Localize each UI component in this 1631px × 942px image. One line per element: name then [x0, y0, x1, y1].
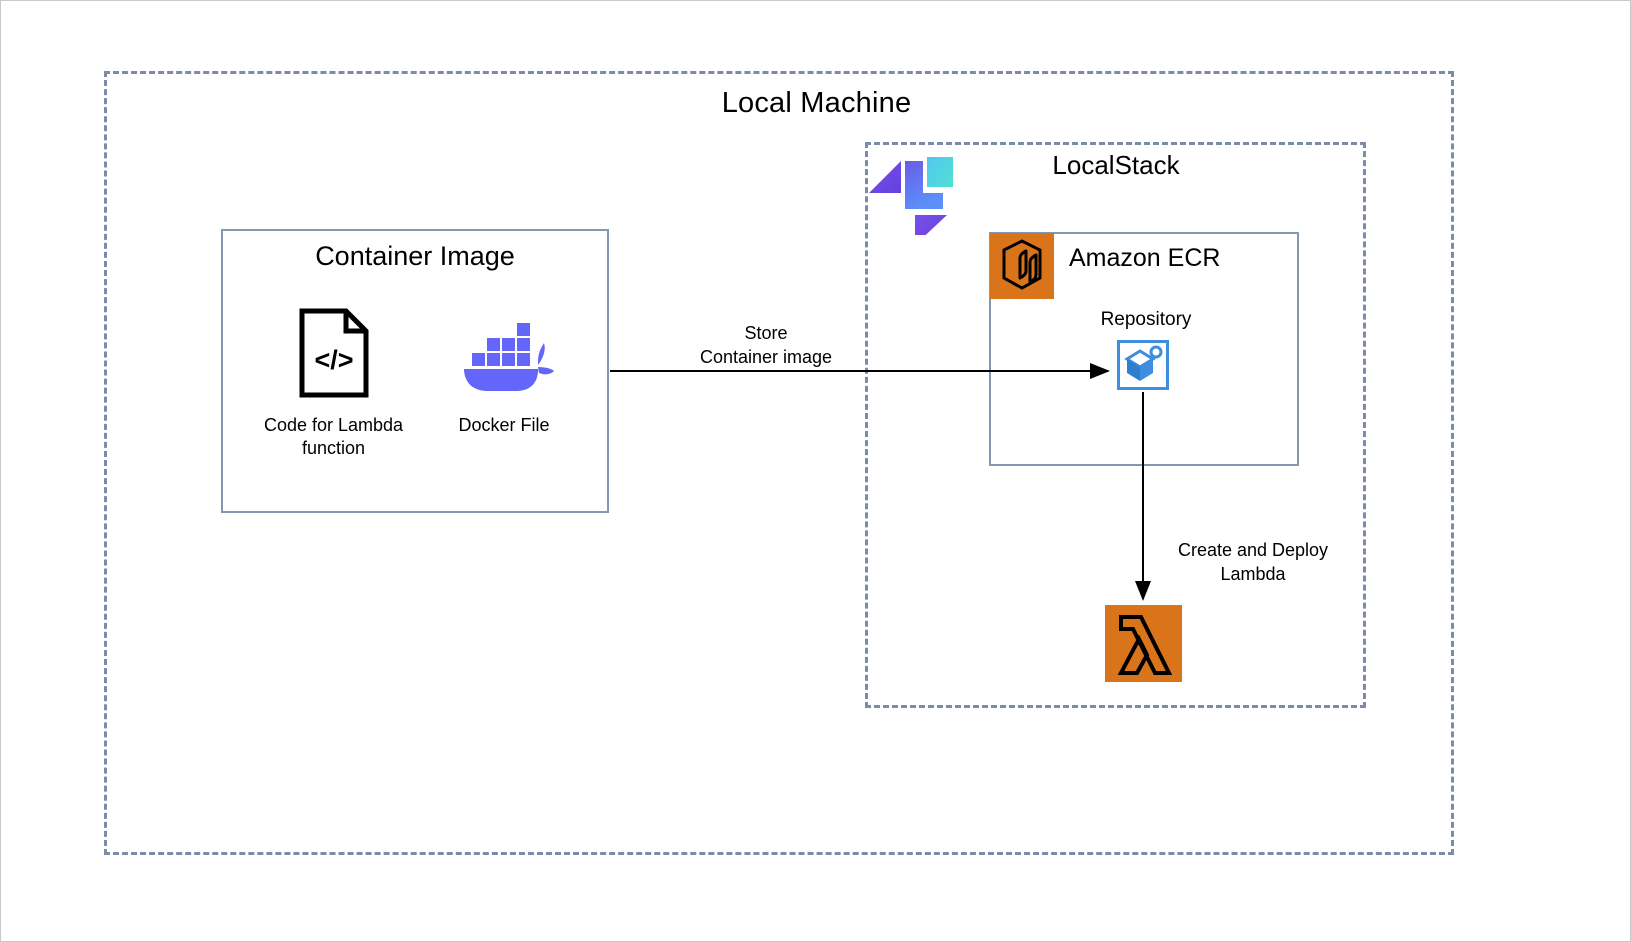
repository-label: Repository: [1100, 309, 1192, 330]
create-deploy-lambda-label: Create and Deploy Lambda: [1163, 538, 1343, 586]
store-label-line2: Container image: [699, 347, 833, 367]
code-for-lambda-item: </> Code for Lambda function: [241, 307, 426, 460]
local-machine-boundary: [104, 71, 1454, 855]
local-machine-title: Local Machine: [721, 87, 912, 119]
localstack-title: LocalStack: [1052, 150, 1180, 180]
container-image-title: Container Image: [315, 241, 515, 271]
deploy-label-line1: Create and Deploy: [1177, 540, 1329, 560]
store-container-image-label: Store Container image: [661, 321, 871, 369]
code-file-icon: </>: [299, 308, 368, 398]
localstack-boundary: [865, 142, 1366, 708]
store-label-line1: Store: [744, 323, 788, 343]
docker-file-caption: Docker File: [458, 415, 550, 435]
repository-cube-icon: [1117, 340, 1169, 390]
docker-whale-icon: [464, 323, 554, 391]
deploy-label-line2: Lambda: [1220, 564, 1286, 584]
svg-text:</>: </>: [314, 345, 353, 375]
code-for-lambda-caption: Code for Lambda function: [263, 415, 404, 458]
docker-file-item: Docker File: [419, 307, 589, 437]
aws-lambda-icon: [1105, 605, 1182, 682]
ecr-box-icon: [990, 233, 1054, 299]
localstack-logo: [867, 149, 953, 245]
amazon-ecr-title: Amazon ECR: [1069, 244, 1221, 272]
